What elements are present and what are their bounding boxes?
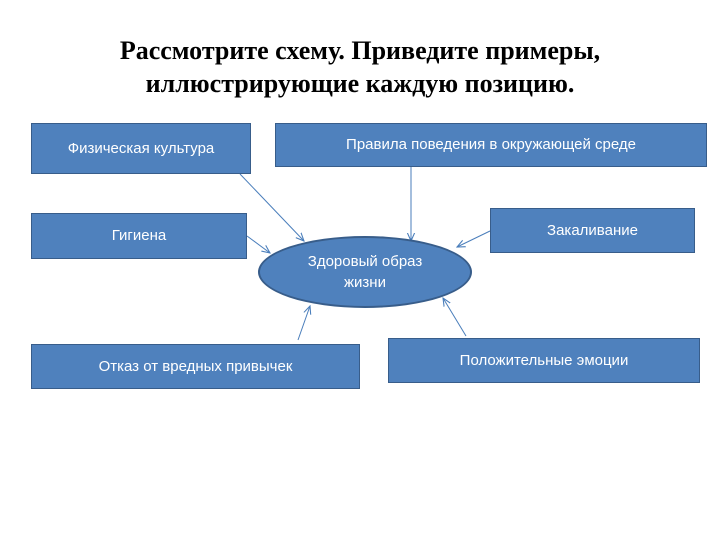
center-node-label: Здоровый образ жизни <box>307 253 423 291</box>
node-hygiene-label: Гигиена <box>111 227 167 244</box>
arrow-hygiene <box>246 235 270 253</box>
node-bad-habits: Отказ от вредных привычек <box>31 344 360 389</box>
node-hardening-label: Закаливание <box>547 221 638 239</box>
node-bad-habits-label: Отказ от вредных привычек <box>98 357 293 375</box>
node-hygiene: Гигиена <box>31 213 247 259</box>
arrow-bad-habits <box>297 306 310 341</box>
slide-title-line-1: Рассмотрите схему. Приведите примеры, <box>119 36 601 65</box>
node-physical-culture-label: Физическая культура <box>67 139 215 157</box>
arrow-hardening <box>457 230 491 247</box>
arrow-physical-culture <box>239 173 304 241</box>
node-positive-emotions: Положительные эмоции <box>388 338 700 383</box>
node-behavior-rules-label: Правила поведения в окружающей среде <box>346 136 636 153</box>
node-positive-emotions-label: Положительные эмоции <box>459 351 629 369</box>
center-node-healthy-lifestyle: Здоровый образ жизни <box>258 236 472 308</box>
slide-title-line-2: иллюстрирующие каждую позицию. <box>145 69 575 98</box>
arrow-positive-emotions <box>443 298 467 337</box>
slide-title: Рассмотрите схему. Приведите примеры, ил… <box>0 34 720 100</box>
node-behavior-rules: Правила поведения в окружающей среде <box>275 123 707 167</box>
node-physical-culture: Физическая культура <box>31 123 251 174</box>
node-hardening: Закаливание <box>490 208 695 253</box>
